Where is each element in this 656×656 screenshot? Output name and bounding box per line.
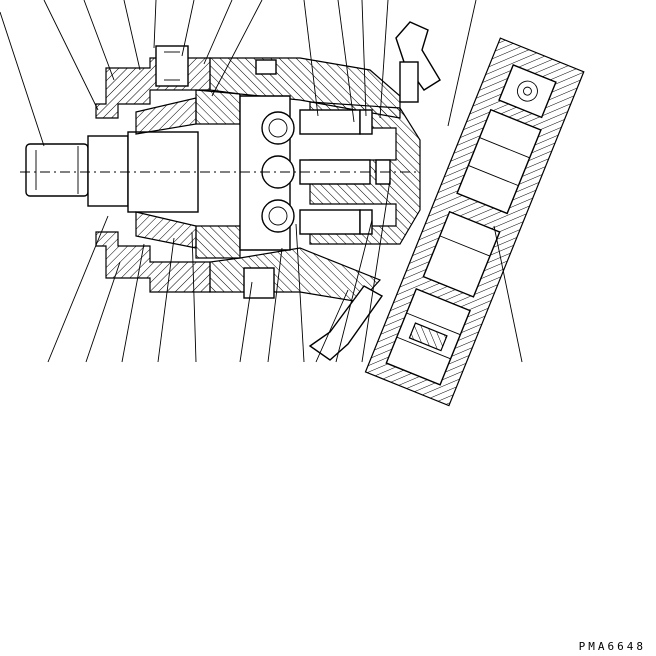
- front-housing: [95, 57, 401, 303]
- bottom-callout-leaders: [47, 179, 523, 363]
- valve-head: [364, 37, 585, 407]
- drive-flange: [239, 95, 295, 251]
- output-shaft: [25, 131, 199, 213]
- bleed-screw: [395, 21, 441, 103]
- cylinder-block: [299, 101, 421, 245]
- top-callout-leaders: [0, 0, 477, 147]
- tapered-bearings: [135, 45, 241, 259]
- reference-code: PMA6648: [578, 640, 646, 653]
